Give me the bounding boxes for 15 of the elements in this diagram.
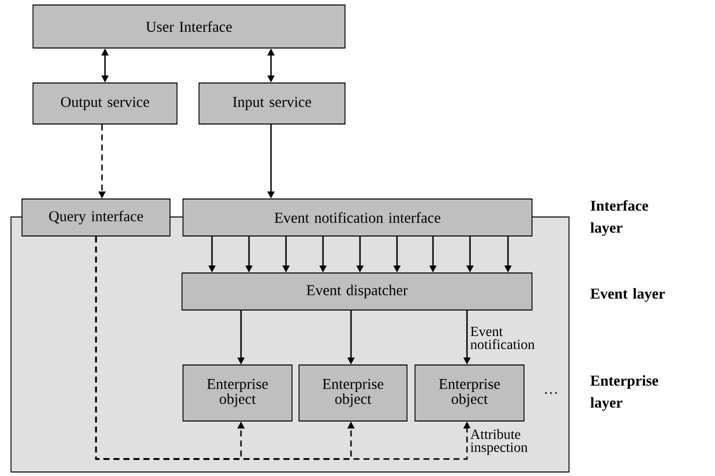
layer-label: Interface layer: [590, 200, 648, 236]
component-box: Enterprise object: [298, 364, 408, 422]
component-box: Enterprise object: [182, 364, 292, 422]
component-box: Input service: [198, 82, 346, 124]
component-box: Event dispatcher: [182, 272, 532, 310]
component-box: Output service: [32, 82, 178, 124]
layer-label: Enterprise layer: [590, 375, 658, 411]
layer-label: Event layer: [590, 288, 665, 302]
component-box: User Interface: [32, 4, 346, 48]
component-box: Event notification interface: [182, 198, 532, 236]
component-box: Query interface: [22, 198, 170, 236]
edge-label: Attribute inspection: [469, 428, 534, 456]
component-box: Enterprise object: [414, 364, 524, 422]
edge-label: Event notification: [469, 326, 535, 350]
ellipsis: …: [545, 392, 557, 394]
